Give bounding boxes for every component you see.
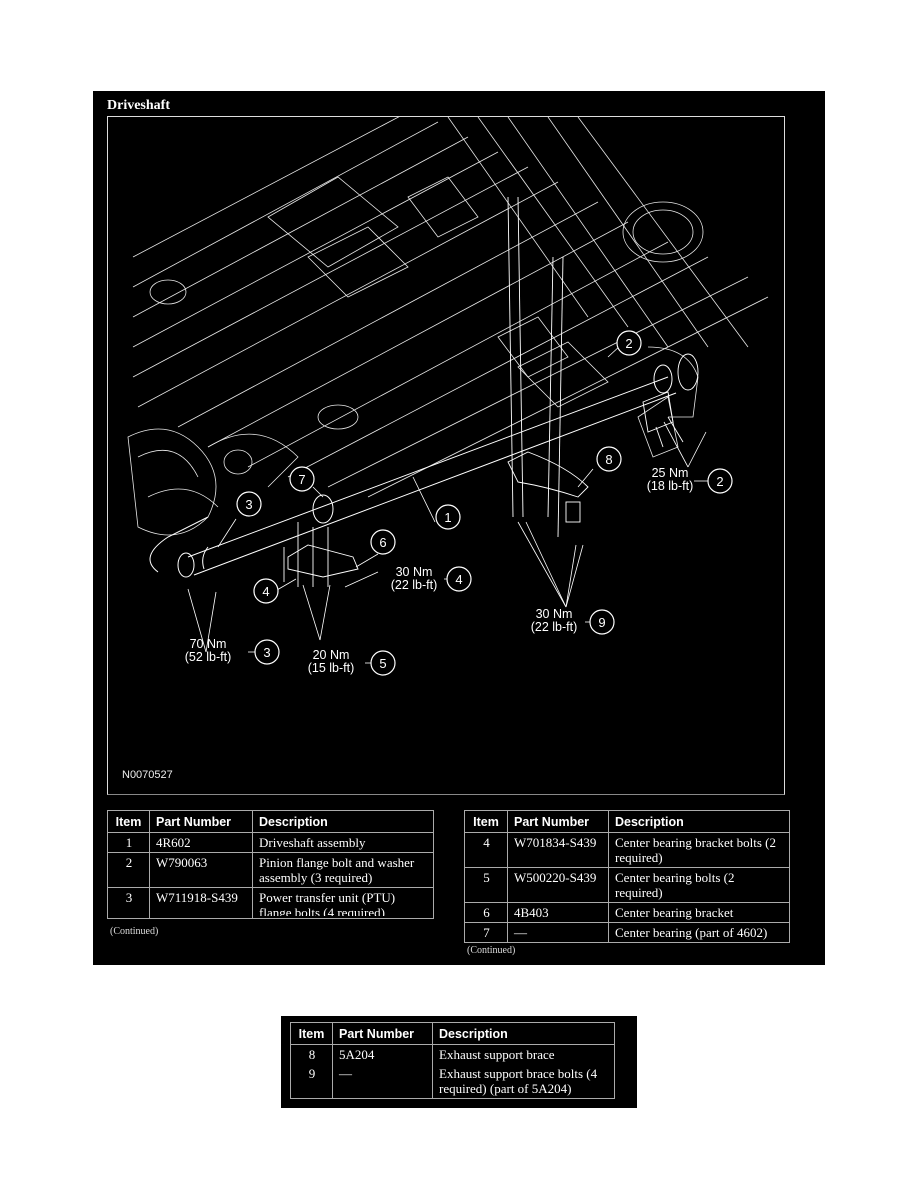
table-row: 7 — Center bearing (part of 4602): [464, 922, 790, 943]
callout-5: 5: [379, 656, 386, 671]
callout-circle-6: [370, 529, 396, 555]
description: Power transfer unit (PTU) flange bolts (…: [252, 887, 434, 919]
table-row: 4 W701834-S439 Center bearing bracket bo…: [464, 832, 790, 868]
header-item: Item: [290, 1022, 333, 1045]
header-part-number: Part Number: [332, 1022, 433, 1045]
callout-circles: [236, 330, 733, 676]
callout-3: 3: [263, 645, 270, 660]
table-header-row: Item Part Number Description: [464, 810, 790, 833]
table-row: 1 4R602 Driveshaft assembly: [107, 832, 434, 853]
callout-circle-4-left: [253, 578, 279, 604]
description: Center bearing bracket bolts (2 required…: [608, 832, 790, 868]
parts-table-1: Item Part Number Description 1 4R602 Dri…: [107, 810, 434, 919]
torque-5-lbft: (15 lb-ft): [308, 661, 355, 675]
header-description: Description: [252, 810, 434, 833]
description: Driveshaft assembly: [252, 832, 434, 853]
table-header-row: Item Part Number Description: [290, 1022, 615, 1045]
part-number: W500220-S439: [507, 867, 609, 903]
callout-3-top: 3: [245, 497, 252, 512]
figure-id: N0070527: [122, 769, 173, 781]
table-row: 3 W711918-S439 Power transfer unit (PTU)…: [107, 887, 434, 919]
description: Pinion flange bolt and washer assembly (…: [252, 852, 434, 888]
exploded-view-drawing: 1 2 2 3 3 4 4 5 6 7 8 9 25 Nm (18 lb-ft)…: [107, 116, 785, 795]
callout-2-top: 2: [625, 336, 632, 351]
callout-circle-1: [435, 504, 461, 530]
pinion-flange: [642, 353, 699, 448]
callout-9: 9: [598, 615, 605, 630]
header-description: Description: [608, 810, 790, 833]
header-description: Description: [432, 1022, 615, 1045]
item-number: 7: [464, 922, 508, 943]
table-row: 9 — Exhaust support brace bolts (4 requi…: [290, 1064, 615, 1099]
part-number: 5A204: [332, 1044, 433, 1064]
callout-circle-2: [707, 468, 733, 494]
exhaust-support-brace: [507, 196, 589, 538]
description: Center bearing bolts (2 required): [608, 867, 790, 903]
parts-table-3: Item Part Number Description 8 5A204 Exh…: [290, 1022, 615, 1099]
item-number: 9: [290, 1064, 333, 1099]
item-number: 5: [464, 867, 508, 903]
part-number: W711918-S439: [149, 887, 253, 919]
callout-1: 1: [444, 510, 451, 525]
item-number: 4: [464, 832, 508, 868]
callout-6: 6: [379, 535, 386, 550]
item-number: 2: [107, 852, 150, 888]
torque-4-nm: 30 Nm: [396, 565, 433, 579]
driveshaft-illustration: 1 2 2 3 3 4 4 5 6 7 8 9 25 Nm (18 lb-ft)…: [127, 117, 769, 676]
part-number: —: [507, 922, 609, 943]
part-number: —: [332, 1064, 433, 1099]
item-number: 6: [464, 902, 508, 923]
vehicle-underbody-linework: [127, 117, 769, 536]
parts-table-2: Item Part Number Description 4 W701834-S…: [464, 810, 790, 943]
callout-circle-3: [254, 639, 280, 665]
torque-5-nm: 20 Nm: [313, 648, 350, 662]
callout-circle-3-top: [236, 491, 262, 517]
part-number: 4B403: [507, 902, 609, 923]
panel-title: Driveshaft: [107, 98, 170, 113]
description: Center bearing (part of 4602): [608, 922, 790, 943]
continued-note: (Continued): [467, 945, 516, 956]
driveshaft-tube: [149, 364, 677, 578]
description: Exhaust support brace: [432, 1044, 615, 1064]
callout-4: 4: [455, 572, 462, 587]
table-row: 8 5A204 Exhaust support brace: [290, 1044, 615, 1064]
callout-circle-5: [370, 650, 396, 676]
table-row: 6 4B403 Center bearing bracket: [464, 902, 790, 923]
part-number: W790063: [149, 852, 253, 888]
item-number: 3: [107, 887, 150, 919]
part-number: W701834-S439: [507, 832, 609, 868]
continued-note: (Continued): [110, 926, 159, 937]
table-row: 5 W500220-S439 Center bearing bolts (2 r…: [464, 867, 790, 903]
callout-circle-8: [596, 446, 622, 472]
description: Center bearing bracket: [608, 902, 790, 923]
header-part-number: Part Number: [149, 810, 253, 833]
table-row: 2 W790063 Pinion flange bolt and washer …: [107, 852, 434, 888]
center-bearing-bracket: [283, 522, 359, 587]
callout-7: 7: [298, 472, 305, 487]
header-part-number: Part Number: [507, 810, 609, 833]
header-item: Item: [107, 810, 150, 833]
torque-9-nm: 30 Nm: [536, 607, 573, 621]
callout-circle-9: [589, 609, 615, 635]
leader-lines: [187, 344, 709, 664]
torque-3-lbft: (52 lb-ft): [185, 650, 232, 664]
callout-circle-2-top: [616, 330, 642, 356]
torque-3-nm: 70 Nm: [190, 637, 227, 651]
header-item: Item: [464, 810, 508, 833]
callout-8: 8: [605, 452, 612, 467]
description: Exhaust support brace bolts (4 required)…: [432, 1064, 615, 1099]
callout-4-left: 4: [262, 584, 269, 599]
torque-4-lbft: (22 lb-ft): [391, 578, 438, 592]
torque-2-lbft: (18 lb-ft): [647, 479, 694, 493]
torque-2-nm: 25 Nm: [652, 466, 689, 480]
item-number: 1: [107, 832, 150, 853]
item-number: 8: [290, 1044, 333, 1064]
callout-circle-7: [289, 466, 315, 492]
callout-2: 2: [716, 474, 723, 489]
callout-circle-4: [446, 566, 472, 592]
table-header-row: Item Part Number Description: [107, 810, 434, 833]
description-text: Power transfer unit (PTU) flange bolts (…: [259, 890, 396, 916]
torque-9-lbft: (22 lb-ft): [531, 620, 578, 634]
part-number: 4R602: [149, 832, 253, 853]
